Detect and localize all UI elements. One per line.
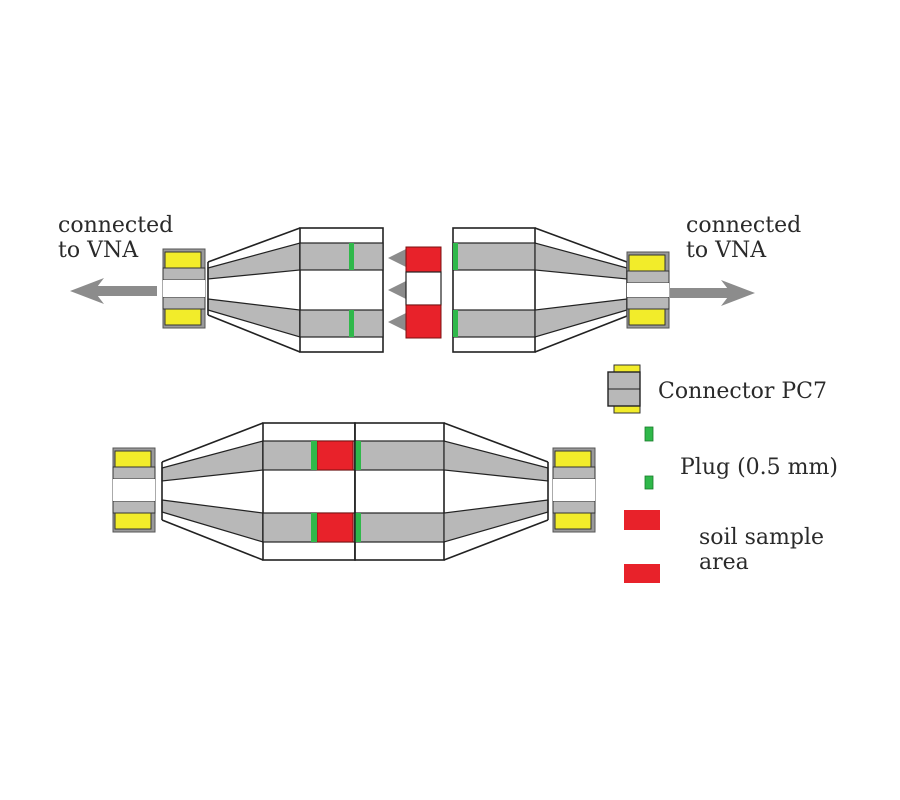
- label-line: connected: [58, 213, 173, 238]
- plug-top: [349, 243, 354, 270]
- taper-outline-top: [161, 422, 264, 463]
- plug-bottom: [349, 310, 354, 337]
- taper-tube-top: [161, 440, 264, 482]
- legend-sample-bottom: [624, 564, 660, 583]
- plug: [311, 441, 317, 470]
- arrow-head: [721, 280, 755, 306]
- connector-tube-top: [112, 466, 156, 480]
- insert-arrow: [388, 281, 406, 299]
- arrow-shaft: [670, 288, 733, 298]
- connector-tube-bottom: [162, 296, 206, 310]
- label-line: connected: [686, 213, 801, 238]
- tube-band-bottom: [452, 309, 536, 338]
- connector-bore: [553, 479, 595, 501]
- taper-outline-bottom: [207, 314, 301, 353]
- tube-band-top: [299, 242, 384, 271]
- connector-bore: [113, 479, 155, 501]
- connector-tube-bottom: [112, 500, 156, 514]
- insert-arrow: [388, 313, 406, 331]
- connector-nut-bottom: [628, 308, 666, 326]
- plug-top: [453, 243, 458, 270]
- connector-nut-top: [114, 450, 152, 468]
- arrow-head: [70, 278, 104, 304]
- taper-tube-top: [207, 242, 301, 280]
- plug: [311, 513, 317, 542]
- sample-top: [405, 246, 442, 273]
- taper-outline-bottom: [161, 519, 264, 561]
- label-line: to VNA: [58, 238, 139, 263]
- top-left-half: [70, 227, 384, 353]
- taper-tube-top: [443, 440, 549, 482]
- tube-band-top: [452, 242, 536, 271]
- sample-core: [405, 271, 442, 306]
- connector-tube-top: [162, 267, 206, 281]
- legend-plug-label: Plug (0.5 mm): [680, 455, 838, 480]
- plug: [355, 513, 361, 542]
- arrow-shaft: [92, 286, 157, 296]
- taper-tube-bottom: [443, 499, 549, 543]
- connector-nut-bottom: [554, 512, 592, 530]
- taper-outline-top: [443, 422, 549, 463]
- connector-bore: [163, 280, 205, 297]
- connector-nut-bottom: [114, 512, 152, 530]
- label-line: to VNA: [686, 238, 767, 263]
- connector-nut-bottom: [164, 308, 202, 326]
- legend-plug-top: [644, 426, 654, 442]
- top-right-half: [452, 227, 755, 353]
- connector-nut-top: [554, 450, 592, 468]
- connector-tube-bottom: [626, 296, 670, 310]
- connector-nut-top: [628, 254, 666, 272]
- connector-tube-top: [552, 466, 596, 480]
- tube-band-bottom: [299, 309, 384, 338]
- legend: [624, 426, 660, 583]
- taper-outline-top: [534, 227, 628, 263]
- sample-bottom: [405, 304, 442, 339]
- sample-bottom: [316, 512, 354, 543]
- taper-outline-bottom: [534, 315, 628, 353]
- connector-tube-bottom: [552, 500, 596, 514]
- tube-band-top: [354, 440, 445, 471]
- taper-outline-top: [207, 227, 301, 263]
- plug: [355, 441, 361, 470]
- taper-tube-bottom: [161, 499, 264, 543]
- legend-sample-top: [624, 510, 660, 530]
- label-line: soil sample: [699, 525, 824, 550]
- assembled-cell: [112, 422, 596, 561]
- connector-nut-top: [164, 251, 202, 269]
- legend-plug-bottom: [644, 475, 654, 490]
- connector-bore: [627, 283, 669, 297]
- sample-top: [316, 440, 354, 471]
- taper-tube-bottom: [207, 298, 301, 338]
- legend-connector-icon: [607, 364, 641, 414]
- taper-tube-top: [534, 242, 628, 280]
- label-line: area: [699, 550, 749, 575]
- plug-bottom: [453, 310, 458, 337]
- soil-sample-insert: [388, 246, 442, 339]
- connector-tube-top: [626, 270, 670, 284]
- legend-connector-label: Connector PC7: [658, 379, 827, 404]
- taper-outline-bottom: [443, 519, 549, 561]
- taper-tube-bottom: [534, 298, 628, 338]
- insert-arrow: [388, 249, 406, 267]
- tube-band-bottom: [354, 512, 445, 543]
